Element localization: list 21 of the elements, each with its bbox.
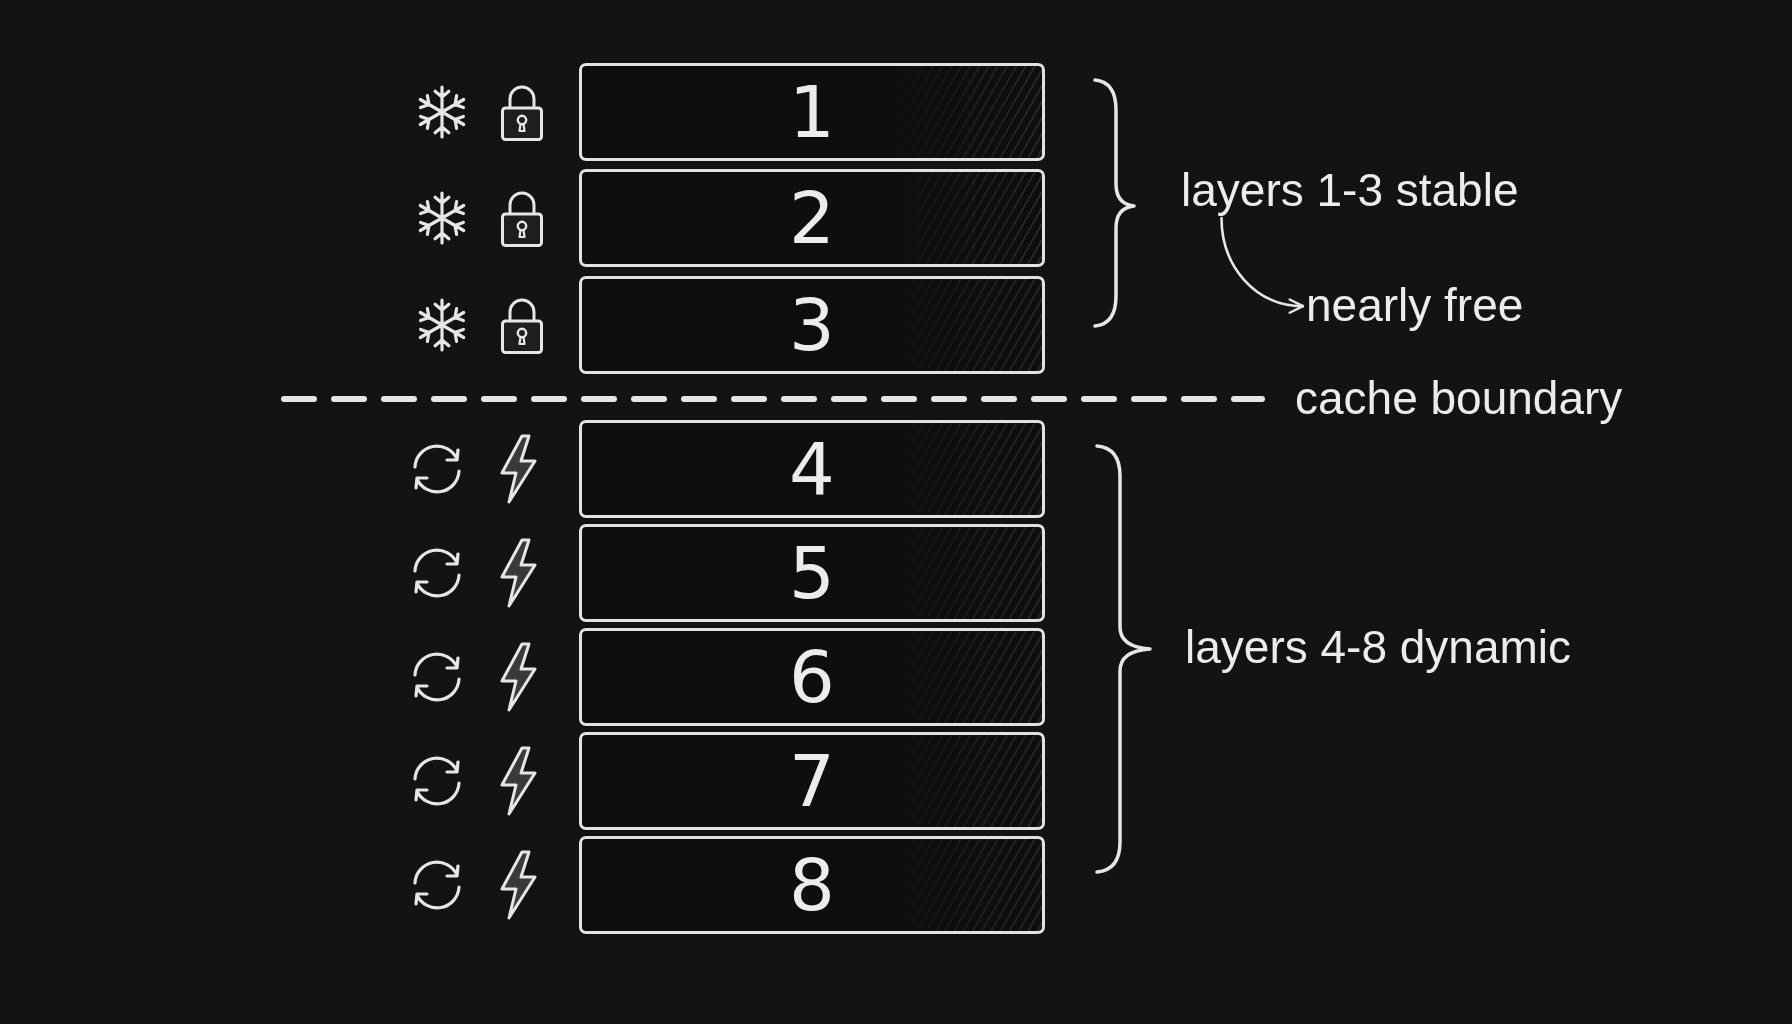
layer-number: 7 bbox=[789, 745, 835, 817]
layer-box bbox=[579, 628, 1045, 726]
layer-box bbox=[579, 836, 1045, 934]
annotation-text: layers 4-8 dynamic bbox=[1185, 620, 1572, 675]
layer-box bbox=[579, 169, 1045, 267]
annotation-text: layers 1-3 stable bbox=[1181, 162, 1519, 218]
layer-number: 4 bbox=[789, 433, 835, 505]
layer-box bbox=[579, 732, 1045, 830]
annotation-text: cache boundary bbox=[1295, 371, 1623, 426]
layer-number: 6 bbox=[789, 641, 835, 713]
layer-number: 3 bbox=[789, 289, 835, 361]
layer-box bbox=[579, 420, 1045, 518]
layer-number: 8 bbox=[789, 849, 835, 921]
annotation-text: nearly free bbox=[1306, 277, 1524, 333]
layer-box bbox=[579, 524, 1045, 622]
layer-number: 2 bbox=[789, 182, 835, 254]
layer-number: 5 bbox=[789, 537, 835, 609]
layer-number: 1 bbox=[789, 76, 835, 148]
layer-box bbox=[579, 63, 1045, 161]
curved-arrow bbox=[1220, 216, 1305, 314]
layer-box bbox=[579, 276, 1045, 374]
